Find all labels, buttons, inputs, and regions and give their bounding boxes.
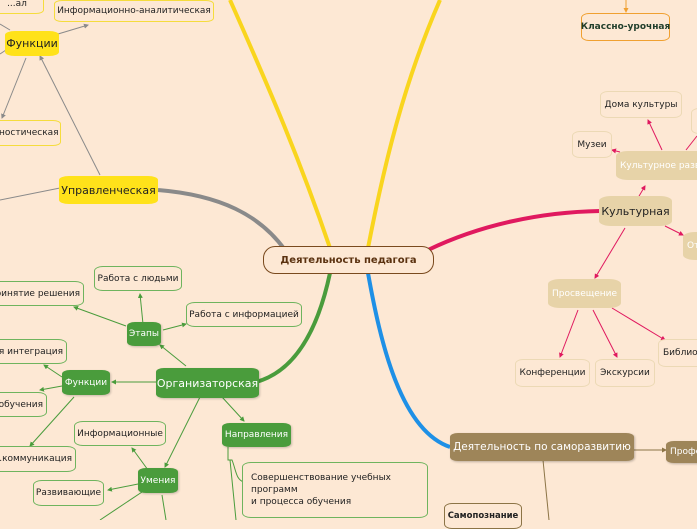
node-decision-making-partial[interactable]: ...ринятие решения: [0, 281, 84, 306]
node-management[interactable]: Управленческая: [59, 176, 158, 204]
branch-yellow-right: [366, 0, 442, 249]
node-communication-partial[interactable]: ...коммуникация: [0, 446, 76, 472]
node-learning-partial[interactable]: ...обучения: [0, 392, 47, 417]
node-diagnostic-partial[interactable]: ...ностическая: [0, 120, 61, 146]
node-organizational[interactable]: Организаторская: [156, 368, 259, 398]
node-functions-partial-top[interactable]: ...ал: [0, 0, 44, 14]
node-integration-partial[interactable]: ...я интеграция: [0, 339, 67, 364]
node-self-knowledge[interactable]: Самопознание: [444, 503, 522, 529]
node-museums[interactable]: Музеи: [572, 131, 612, 158]
node-professional-partial[interactable]: Профе...: [666, 441, 697, 463]
node-improving-programs[interactable]: Совершенствование учебных программ и про…: [242, 462, 428, 518]
node-excursions[interactable]: Экскурсии: [595, 359, 655, 387]
node-houses-of-culture[interactable]: Дома культуры: [600, 91, 682, 118]
node-class-lesson[interactable]: Классно-урочная: [581, 13, 670, 41]
node-cultural-partial-right[interactable]: От...: [683, 232, 697, 260]
node-informational-skills[interactable]: Информационные: [74, 421, 166, 446]
branch-cultural: [427, 209, 601, 252]
root-node-teacher-activity[interactable]: Деятельность педагога: [263, 246, 434, 274]
branch-yellow-left: [228, 0, 332, 249]
node-org-functions[interactable]: Функции: [62, 370, 110, 395]
node-conferences[interactable]: Конференции: [515, 359, 590, 387]
node-skills[interactable]: Умения: [138, 468, 178, 493]
branch-self-development: [366, 272, 451, 449]
node-self-development[interactable]: Деятельность по саморазвитию: [450, 433, 634, 461]
node-libraries-partial[interactable]: Библио...: [658, 339, 697, 367]
node-partial-right-top[interactable]: [691, 108, 697, 134]
node-developing-skills[interactable]: Развивающие: [33, 480, 104, 506]
node-management-functions[interactable]: Функции: [5, 31, 59, 56]
branch-organizational: [255, 272, 332, 384]
node-stages[interactable]: Этапы: [127, 322, 161, 346]
node-info-analytical[interactable]: Информационно-аналитическая: [54, 0, 214, 22]
node-working-with-info[interactable]: Работа с информацией: [186, 302, 302, 327]
node-cultural-development[interactable]: Культурное разв...: [616, 151, 697, 180]
node-enlightenment[interactable]: Просвещение: [548, 279, 621, 308]
node-directions[interactable]: Направления: [222, 423, 291, 447]
branch-management: [157, 188, 287, 252]
node-working-with-people[interactable]: Работа с людьми: [94, 266, 182, 291]
node-cultural[interactable]: Культурная: [599, 196, 672, 226]
